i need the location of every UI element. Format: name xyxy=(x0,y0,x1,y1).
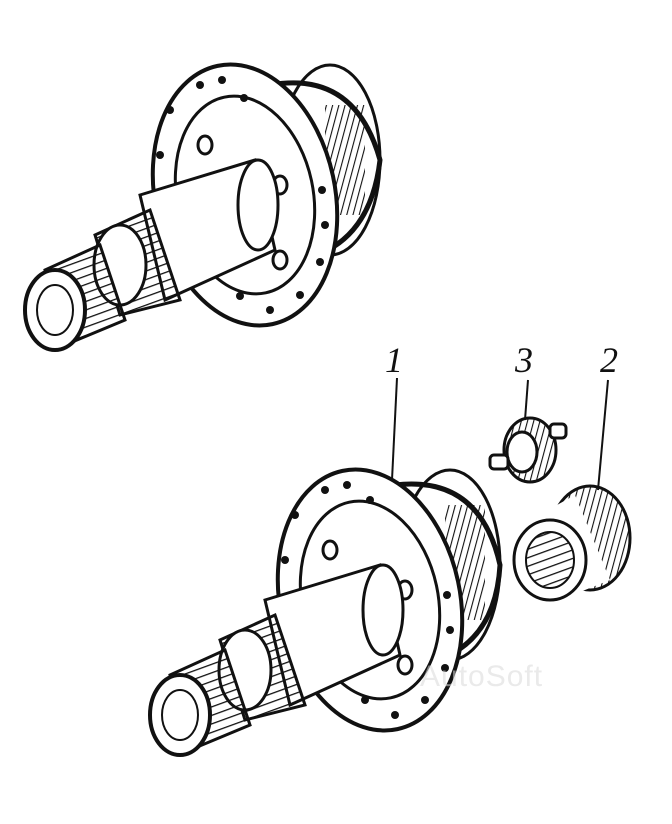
watermark: AutoSoft xyxy=(420,660,544,693)
splined-gear xyxy=(512,484,632,602)
callout-label-3: 3 xyxy=(515,340,533,380)
small-pinion xyxy=(488,416,568,484)
leader-line-1 xyxy=(391,377,398,481)
leader-lines xyxy=(391,377,609,491)
callout-label-2: 2 xyxy=(600,340,618,380)
lower-shaft-assembly xyxy=(148,467,503,757)
upper-shaft-assembly xyxy=(23,62,383,352)
leader-line-3 xyxy=(524,379,529,421)
callout-label-1: 1 xyxy=(385,340,403,380)
leader-line-2 xyxy=(597,379,609,491)
